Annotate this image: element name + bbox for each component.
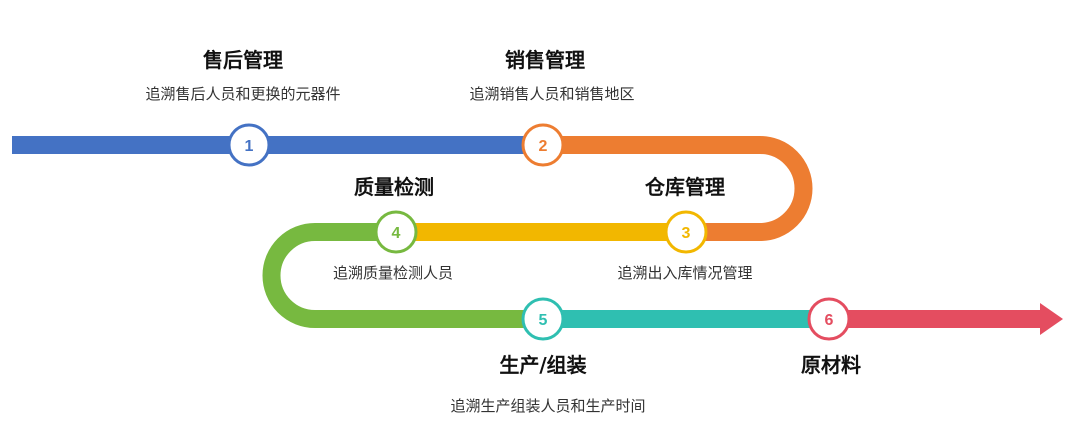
- step-number: 4: [392, 225, 401, 242]
- step-number: 2: [539, 138, 548, 155]
- step-title-1: 售后管理: [203, 48, 283, 72]
- step-description-1: 追溯售后人员和更换的元器件: [145, 85, 340, 103]
- track-segment-4: [262, 223, 543, 328]
- step-number: 6: [825, 312, 834, 329]
- step-title-5: 生产/组装: [499, 353, 586, 377]
- step-number: 1: [245, 138, 254, 155]
- step-number: 3: [682, 225, 691, 242]
- step-marker-6: 6: [807, 297, 851, 341]
- step-marker-5: 5: [521, 297, 565, 341]
- step-marker-3: 3: [664, 210, 708, 254]
- step-title-4: 质量检测: [354, 175, 434, 199]
- track-segment-2: [543, 136, 813, 241]
- step-marker-1: 1: [227, 123, 271, 167]
- arrow-head-icon: [1040, 303, 1063, 335]
- step-description-4: 追溯质量检测人员: [333, 264, 453, 282]
- step-title-6: 原材料: [801, 353, 861, 377]
- step-description-5: 追溯生产组装人员和生产时间: [450, 397, 645, 415]
- step-description-2: 追溯销售人员和销售地区: [469, 85, 634, 103]
- step-title-3: 仓库管理: [644, 175, 725, 199]
- step-description-3: 追溯出入库情况管理: [617, 264, 752, 282]
- step-marker-4: 4: [374, 210, 418, 254]
- step-marker-2: 2: [521, 123, 565, 167]
- step-number: 5: [539, 312, 548, 329]
- step-title-2: 销售管理: [505, 48, 585, 72]
